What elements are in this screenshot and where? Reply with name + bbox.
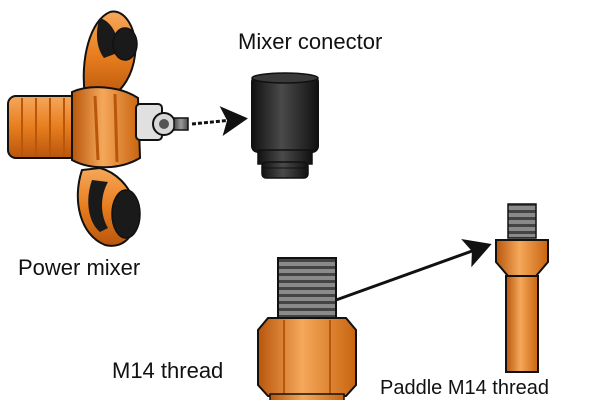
paddle-shaft-icon — [495, 203, 549, 373]
arrow-icon — [191, 106, 248, 137]
paddle-m14-thread-label: Paddle M14 thread — [380, 377, 550, 399]
m14-thread-nut-icon — [257, 257, 357, 400]
power-mixer-label: Power mixer — [18, 255, 141, 280]
m14-thread-label: M14 thread — [112, 358, 224, 383]
power-mixer-icon — [7, 10, 189, 247]
mixer-connector-icon — [251, 72, 319, 179]
mixer-connector-label: Mixer conector — [238, 29, 383, 54]
arrow-icon — [335, 238, 492, 302]
